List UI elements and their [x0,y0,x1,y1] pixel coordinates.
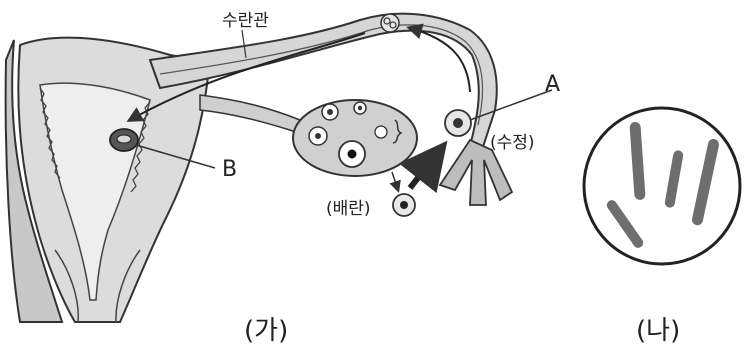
label-a: A [545,72,560,97]
cell-a [445,110,471,136]
dividing-cell [381,14,399,32]
label-fertilization: (수정) [490,128,535,153]
label-ovulation: (배란) [326,194,371,219]
cell-b [110,129,138,151]
chromosome-view [584,108,740,264]
caption-ga: (가) [244,310,288,347]
caption-na: (나) [636,310,680,347]
reproductive-organ-diagram [6,14,552,322]
ovarian-ligament [200,95,300,132]
ovulation-arrow [392,172,398,190]
pickup-arrow [410,150,440,188]
label-b: B [222,157,237,182]
microscope-field [584,108,740,264]
label-oviduct: 수란관 [222,6,269,31]
ovulated-egg [393,194,415,216]
